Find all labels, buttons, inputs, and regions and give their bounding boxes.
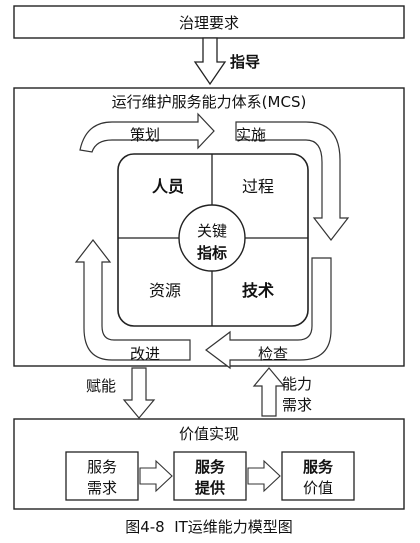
value-step-provide-line1: 服务 [195, 458, 226, 476]
improve-plan-arrow [74, 239, 191, 361]
governance-box: 治理要求 [13, 5, 405, 39]
value-step-demand-line2: 需求 [87, 479, 117, 497]
empower-arrow: 赋能 [86, 367, 156, 419]
value-arrow-1 [139, 459, 173, 493]
value-step-demand: 服务 需求 [65, 451, 139, 501]
value-step-provide: 服务 提供 [173, 451, 247, 501]
guide-label: 指导 [230, 53, 260, 71]
implement-check-arrow [235, 121, 350, 241]
demand-arrow: 能力 需求 [252, 367, 312, 417]
cycle-implement-label: 实施 [236, 126, 266, 144]
empower-label: 赋能 [86, 377, 116, 395]
key-indicators-line2: 指标 [197, 244, 227, 262]
cycle-loop [74, 112, 350, 370]
guide-arrow: 指导 [193, 37, 260, 86]
cycle-plan-label: 策划 [130, 126, 160, 144]
value-step-provide-line2: 提供 [195, 479, 225, 497]
demand-label-line1: 能力 [282, 375, 312, 393]
value-step-value: 服务 价值 [281, 451, 355, 501]
demand-label-line2: 需求 [282, 396, 312, 414]
figure-caption: 图4-8 IT运维能力模型图 [125, 518, 293, 536]
quadrant-technology: 技术 [242, 281, 274, 300]
cycle-check-label: 检查 [258, 345, 288, 363]
value-step-value-line2: 价值 [303, 479, 333, 497]
value-step-demand-line1: 服务 [87, 458, 117, 476]
quadrant-process: 过程 [242, 177, 274, 196]
value-step-value-line1: 服务 [303, 458, 334, 476]
cycle-improve-label: 改进 [130, 345, 160, 363]
value-arrow-2 [247, 459, 281, 493]
quadrant-resources: 资源 [149, 281, 181, 300]
plan-implement-arrow [79, 112, 215, 153]
check-improve-arrow [205, 257, 332, 370]
quadrant-people: 人员 [152, 177, 184, 196]
value-title: 价值实现 [179, 425, 239, 443]
mcs-title: 运行维护服务能力体系(MCS) [112, 93, 307, 111]
key-indicators-line1: 关键 [197, 222, 227, 240]
key-indicators: 关键 指标 [178, 204, 246, 272]
governance-label: 治理要求 [179, 14, 239, 32]
